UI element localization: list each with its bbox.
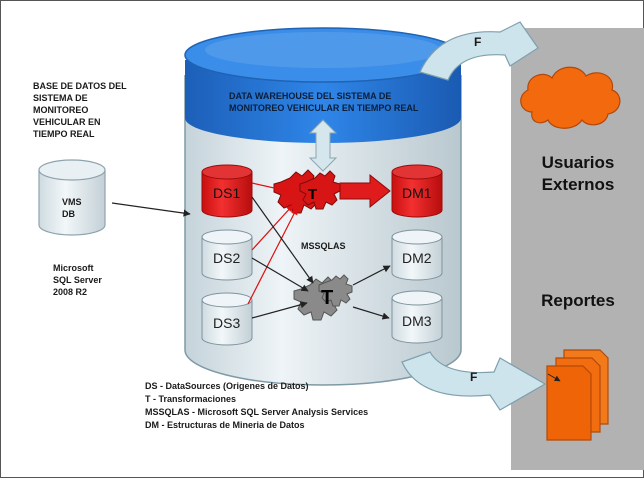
legend-line-t: T - Transformaciones <box>145 394 237 404</box>
ds2-top <box>201 229 253 245</box>
ds3-top <box>201 292 253 308</box>
feedback-arrow-bottom <box>401 351 547 411</box>
arrow-ds2-to-t <box>251 204 294 251</box>
mssqlas-label: MSSQLAS <box>301 241 346 251</box>
source-db-title-line: MONITOREO <box>33 105 89 115</box>
dm3-cylinder <box>391 298 443 344</box>
dm1-cylinder <box>391 172 443 218</box>
warehouse-blue-band <box>185 60 461 143</box>
ds3-cylinder <box>201 300 253 346</box>
dm3-label: DM3 <box>402 313 432 329</box>
feedback-label-top: F <box>474 35 482 49</box>
arrow-transform-to-dm1 <box>339 173 391 209</box>
ds3-label: DS3 <box>213 315 241 331</box>
ds2-cylinder <box>201 237 253 281</box>
transform-label-gray: T <box>321 287 334 309</box>
arrow-ds1-to-t2 <box>251 196 314 284</box>
arrow-ds1-to-t <box>251 182 293 195</box>
arrow-to-reports <box>547 373 561 382</box>
dm2-label: DM2 <box>402 250 432 266</box>
ds2-label: DS2 <box>213 250 241 266</box>
source-db-title-line: VEHICULAR EN <box>33 117 101 127</box>
arrow-ds3-to-t <box>247 207 298 305</box>
legend-line-dm: DM - Estructuras de Mineria de Datos <box>145 420 305 430</box>
warehouse-title: DATA WAREHOUSE DEL SISTEMA DE MONITOREO … <box>229 90 418 114</box>
source-db-title-line: SISTEMA DE <box>33 93 88 103</box>
legend-line-mssqlas: MSSQLAS - Microsoft SQL Server Analysis … <box>145 407 369 417</box>
dm1-top <box>391 164 443 180</box>
arrow-t2-to-dm3 <box>352 306 390 320</box>
feedback-arrow-top <box>419 21 539 81</box>
source-db-title: BASE DE DATOS DEL SISTEMA DE MONITOREO V… <box>33 80 127 140</box>
dm1-label: DM1 <box>402 185 432 201</box>
arrow-ds2-to-t2 <box>251 257 309 292</box>
source-db-title-line: BASE DE DATOS DEL <box>33 81 127 91</box>
ds1-top <box>201 164 253 180</box>
legend-line-ds: DS - DataSources (Origenes de Datos) <box>145 381 309 391</box>
source-db-title-line: TIEMPO REAL <box>33 129 95 139</box>
dm2-top <box>391 229 443 245</box>
sql-server-label: Microsoft SQL Server 2008 R2 <box>53 262 102 298</box>
vms-db-label: VMS DB <box>62 196 82 220</box>
sql-server-line: 2008 R2 <box>53 287 88 297</box>
cloud-icon <box>520 66 621 129</box>
dm2-cylinder <box>391 237 443 281</box>
warehouse-double-arrow <box>308 119 338 172</box>
reports-documents-icon <box>546 349 609 441</box>
arrow-source-to-warehouse <box>111 202 191 217</box>
vms-db-top <box>38 159 106 181</box>
external-users-label: Usuarios Externos <box>523 152 633 196</box>
arrow-t2-to-dm2 <box>352 265 391 286</box>
feedback-label-bottom: F <box>470 370 478 384</box>
transform-label-red: T <box>308 186 318 203</box>
external-users-line: Usuarios <box>541 153 615 172</box>
reports-label: Reportes <box>541 291 615 310</box>
vms-db-label-line: DB <box>62 209 75 219</box>
warehouse-title-line: DATA WAREHOUSE DEL SISTEMA DE <box>229 91 392 101</box>
external-users-line: Externos <box>541 175 615 194</box>
sql-server-line: Microsoft <box>53 263 94 273</box>
ds1-label: DS1 <box>213 185 241 201</box>
red-gear-icon <box>273 169 341 214</box>
warehouse-title-line: MONITOREO VEHICULAR EN TIEMPO REAL <box>229 103 419 113</box>
warehouse-top-highlight <box>205 32 441 68</box>
sql-server-line: SQL Server <box>53 275 102 285</box>
dm3-top <box>391 290 443 306</box>
vms-db-cylinder <box>38 170 106 236</box>
vms-db-label-line: VMS <box>62 197 82 207</box>
ds1-cylinder <box>201 172 253 218</box>
arrow-ds3-to-t2 <box>251 301 308 319</box>
